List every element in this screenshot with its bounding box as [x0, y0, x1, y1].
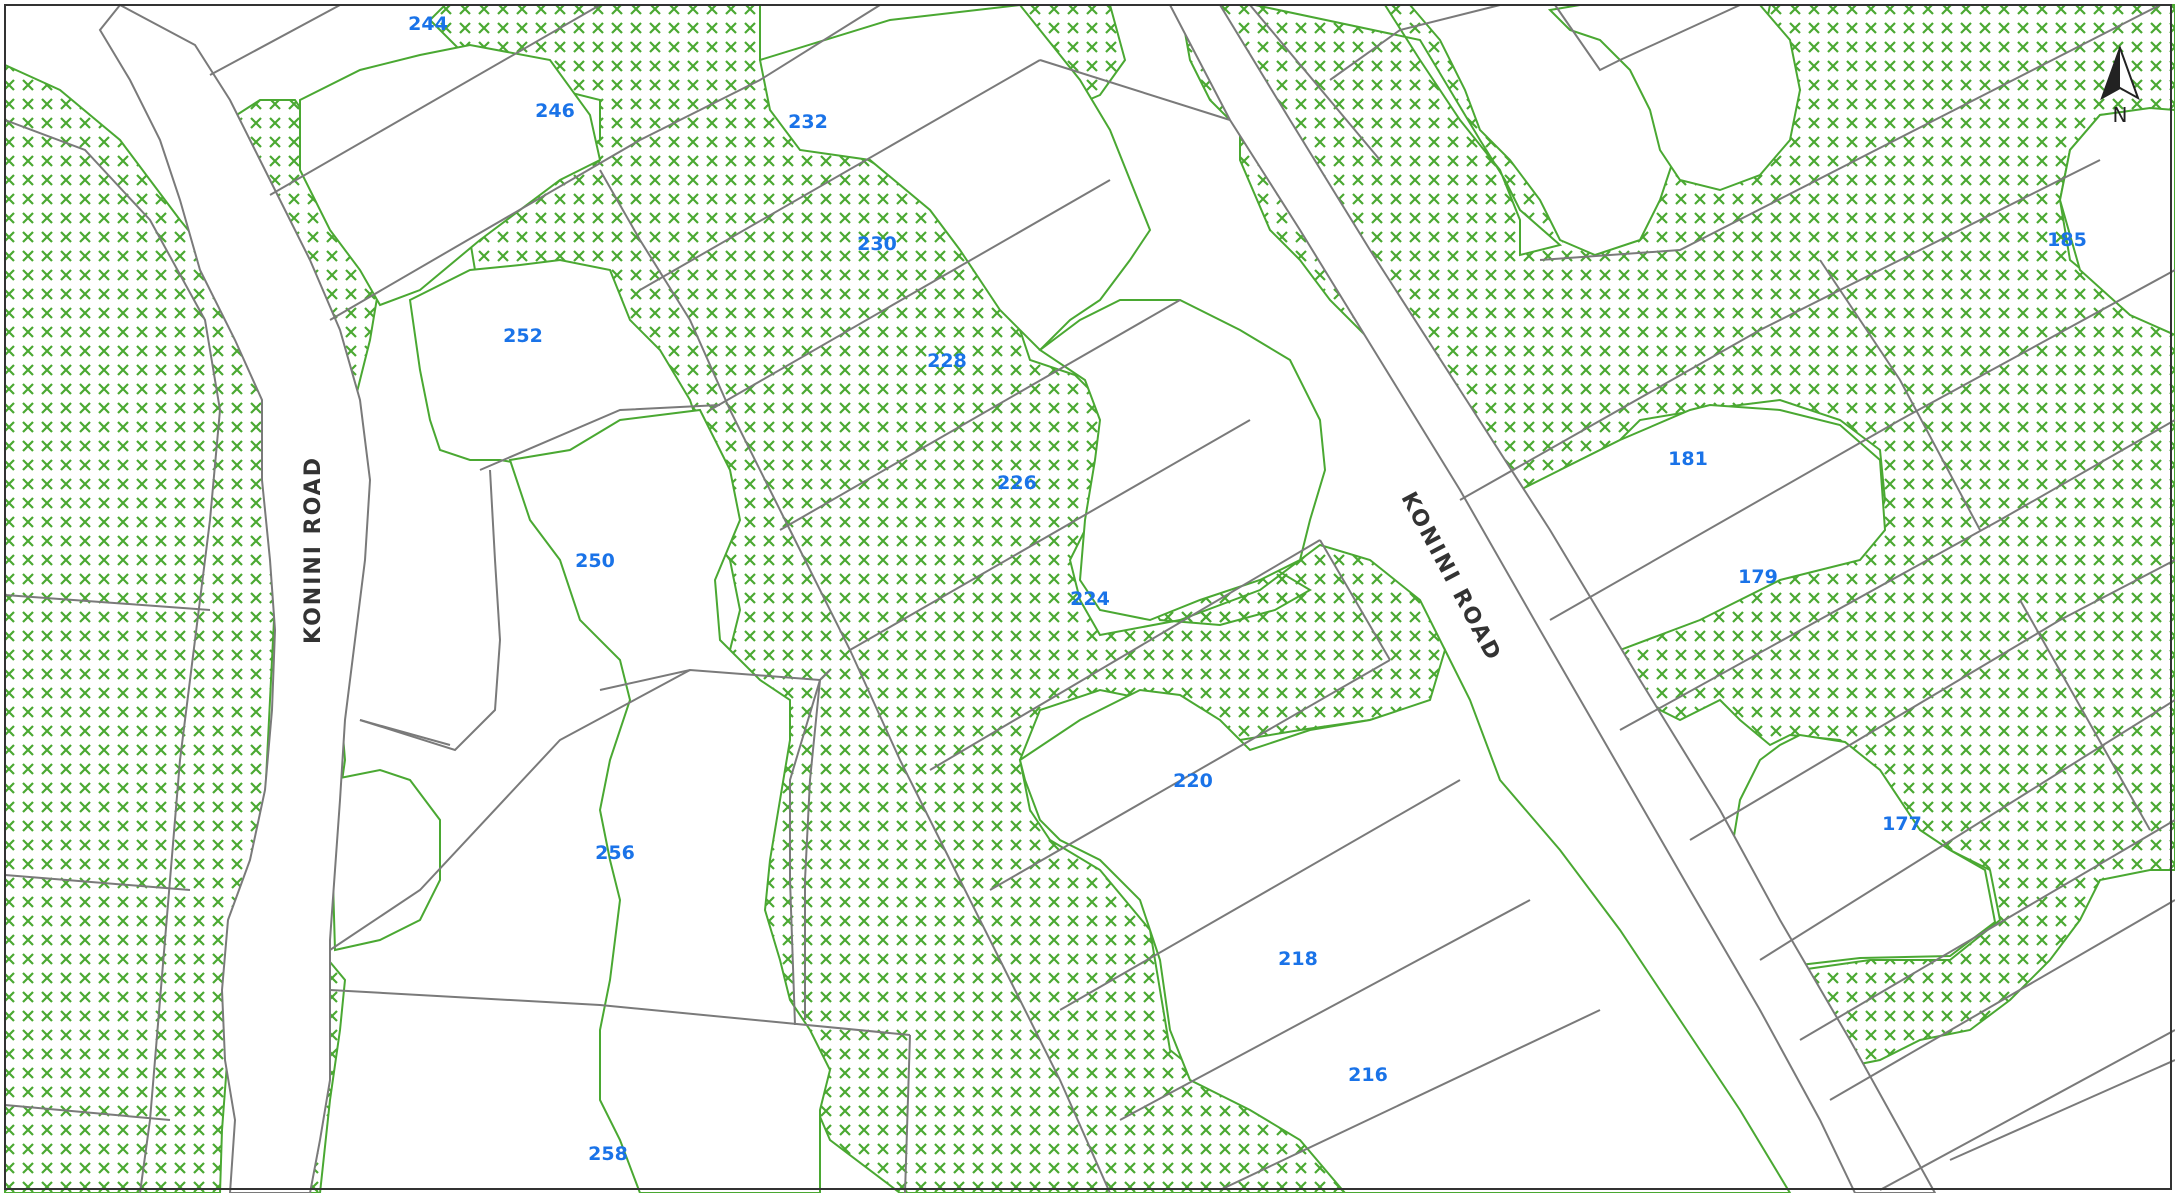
clearing-north [1254, 4, 1563, 257]
clearings [299, 3, 2175, 1193]
lot-boundaries [4, 4, 2175, 1193]
clearing-250 [508, 408, 832, 1193]
vegetation-west-strip [4, 63, 282, 1193]
north-arrow-label: N [2113, 103, 2128, 127]
clearing-224 [1038, 299, 1327, 622]
lot-label-252: 252 [503, 325, 543, 347]
clearing-256 [328, 768, 441, 952]
lot-labels: 244 246 232 230 252 228 226 250 224 220 … [408, 13, 2087, 1165]
lot-label-181: 181 [1668, 448, 1708, 470]
clearing-north-east [1547, 4, 1802, 192]
lot-label-250: 250 [575, 550, 615, 572]
road-label-west: KONINI ROAD [301, 456, 326, 644]
roads [98, 3, 1937, 1193]
lot-label-244: 244 [408, 13, 448, 35]
lot-label-177: 177 [1882, 813, 1922, 835]
map-frame [4, 4, 2172, 1190]
lot-label-228: 228 [927, 350, 967, 372]
road-east-surface [1168, 4, 1937, 1193]
clearing-246 [299, 43, 602, 307]
lot-label-256: 256 [595, 842, 635, 864]
lot-label-230: 230 [857, 233, 897, 255]
lot-label-232: 232 [788, 111, 828, 133]
lot-label-185: 185 [2047, 229, 2087, 251]
lot-label-226: 226 [997, 472, 1037, 494]
clearing-177 [1728, 733, 1997, 982]
lot-label-224: 224 [1070, 588, 1110, 610]
lot-label-258: 258 [588, 1143, 628, 1165]
lot-label-216: 216 [1348, 1064, 1388, 1086]
clearing-220-218 [1018, 647, 1792, 1193]
lot-label-179: 179 [1738, 566, 1778, 588]
north-arrow: N [2100, 45, 2140, 127]
lot-label-218: 218 [1278, 948, 1318, 970]
road-west-surface [98, 3, 372, 1193]
clearing-232 [758, 3, 1152, 352]
lot-label-246: 246 [535, 100, 575, 122]
lot-label-220: 220 [1173, 770, 1213, 792]
